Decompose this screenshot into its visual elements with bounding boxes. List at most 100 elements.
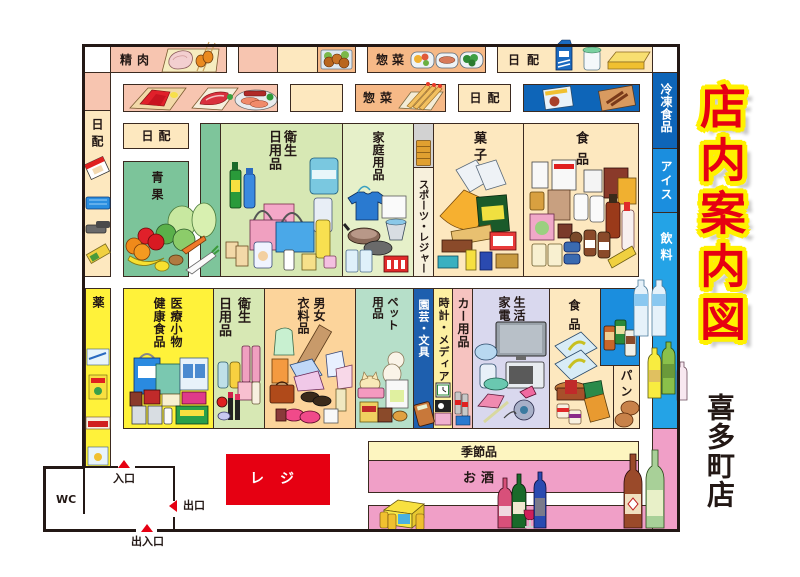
entrance-exit-label: 出入口 xyxy=(131,535,164,548)
produce-label: 青果 xyxy=(150,171,164,205)
meat-trays-icon xyxy=(129,87,278,111)
label-line-1: ペット xyxy=(386,296,400,331)
dairy-small-label: 日配 xyxy=(141,129,176,143)
wall-right xyxy=(677,44,680,532)
label-line-1: 医療小物 xyxy=(169,297,183,349)
medicine-label: 薬 xyxy=(91,296,105,308)
ice-cream-section: アイス xyxy=(652,148,679,213)
entrance-wall-top-right xyxy=(135,466,175,468)
confectionery-section: 菓子 xyxy=(433,123,524,277)
meat-label: 精肉 xyxy=(120,53,155,67)
checkout-label: レジ xyxy=(250,471,310,487)
sports-leisure-section: スポーツ・レジャー xyxy=(413,123,434,277)
household-section: 家庭用品 xyxy=(342,123,414,277)
pet-section: ペット 用品 xyxy=(355,288,414,429)
wall-top xyxy=(82,44,680,47)
label-line-2: 健康食品 xyxy=(152,297,166,349)
groceries-upper-label: 食品 xyxy=(573,131,588,173)
groceries-upper-section: 食品 xyxy=(523,123,639,277)
meat-section: 精肉 xyxy=(110,41,227,73)
appliances-section: 生活 家電 xyxy=(472,288,550,429)
toiletries-upper-section: 衛生 日用品 xyxy=(220,123,343,277)
red-triangle-left-icon xyxy=(169,500,177,512)
health-label: 医療小物 健康食品 xyxy=(150,297,184,348)
frozen-food-section: 冷凍食品 xyxy=(652,72,679,149)
alcohol-right-section xyxy=(652,428,679,530)
garden-stationery-section: 園芸・文具 xyxy=(413,288,434,429)
exit-label: 出口 xyxy=(183,499,205,512)
bread-section: パン xyxy=(613,365,640,429)
dairy-section-row2: 日配 xyxy=(458,84,511,112)
fried-food-cell xyxy=(317,46,356,73)
fried-chicken-icon xyxy=(320,49,353,70)
dairy-shelf-cell xyxy=(277,46,318,73)
deli-plates-icon xyxy=(410,51,484,69)
deli-section-row2: 惣菜 xyxy=(355,82,446,112)
entrance-label: 入口 xyxy=(113,472,135,485)
car-supplies-section: カー用品 xyxy=(452,288,473,429)
label-line-2: 衣料品 xyxy=(296,297,310,335)
produce-side-strip xyxy=(200,123,221,277)
checkout-counter: レジ xyxy=(226,454,330,505)
sports-leisure-label: スポーツ・レジャー xyxy=(417,179,430,274)
label-line-2: 日用品 xyxy=(266,130,281,171)
beverages-section: 飲料 xyxy=(652,212,679,429)
beverages-label: 飲料 xyxy=(659,232,673,265)
meat-shelf-cell xyxy=(238,46,279,73)
entrance-wall-top-left xyxy=(84,466,118,468)
red-triangle-up-icon xyxy=(141,524,153,532)
clothing-label: 男女 衣料品 xyxy=(295,297,327,335)
top-right-cell xyxy=(652,46,679,73)
pet-label: ペット 用品 xyxy=(370,296,400,331)
label-line-1: 男女 xyxy=(312,297,326,322)
dairy-small-section: 日配 xyxy=(123,123,189,149)
clothing-section: 男女 衣料品 xyxy=(264,288,356,429)
frozen-display-case xyxy=(523,84,640,112)
produce-section: 青果 xyxy=(123,161,189,277)
dairy-row2-label: 日配 xyxy=(469,91,506,105)
label-line-2: 日用品 xyxy=(216,297,231,337)
alcohol-label: お酒 xyxy=(463,471,500,486)
seasonal-label: 季節品 xyxy=(461,445,498,459)
frozen-food-packages-icon xyxy=(542,84,636,112)
label-line-1: 衛生 xyxy=(281,130,296,157)
confectionery-label: 菓子 xyxy=(471,131,486,165)
garden-stationery-label: 園芸・文具 xyxy=(417,299,430,358)
label-line-2: 家電 xyxy=(497,296,511,322)
dairy-left-section: 日配 xyxy=(84,110,111,277)
restroom-label: WC xyxy=(56,493,77,506)
label-line-1: 衛生 xyxy=(235,297,250,324)
corner-cell xyxy=(84,46,111,73)
sports-shelf-area xyxy=(414,124,433,168)
groceries-lower-label: 食品 xyxy=(567,299,581,337)
wc-wall-right xyxy=(83,467,85,514)
deli-row2-label: 惣菜 xyxy=(363,91,398,105)
frozen-label: 冷凍食品 xyxy=(659,83,673,133)
clock-media-section: 時計・メディア xyxy=(433,288,453,429)
wall-bottom-left xyxy=(43,529,136,532)
meat-display-case xyxy=(123,84,278,112)
drinks-cooler-box xyxy=(600,288,640,366)
alcohol-section: お酒 xyxy=(368,460,639,493)
entrance-wall-right-lower xyxy=(173,517,175,531)
label-line-2: 用品 xyxy=(371,296,385,319)
wall-left xyxy=(82,44,85,469)
dairy-display-case xyxy=(290,84,343,112)
alcohol-bottom-shelf xyxy=(368,505,653,531)
household-label: 家庭用品 xyxy=(371,131,385,181)
bread-label: パン xyxy=(619,369,633,401)
dairy-left-label: 日配 xyxy=(90,118,104,152)
wc-wall-left xyxy=(43,466,46,532)
toiletries-lower-label: 衛生 日用品 xyxy=(214,297,252,337)
map-title: 店内案内図 xyxy=(693,83,747,348)
medicine-section: 薬 xyxy=(85,288,111,468)
store-name: 喜多町店 xyxy=(703,393,736,509)
toiletries-lower-section: 衛生 日用品 xyxy=(213,288,265,429)
dairy-label: 日配 xyxy=(508,53,547,67)
red-triangle-up-icon xyxy=(118,460,130,468)
health-section: 医療小物 健康食品 xyxy=(123,288,214,429)
entrance-wall-right-upper xyxy=(173,466,175,501)
label-line-1: 生活 xyxy=(512,296,526,322)
seasonal-section: 季節品 xyxy=(368,441,639,461)
deli-section-top: 惣菜 xyxy=(367,46,486,73)
